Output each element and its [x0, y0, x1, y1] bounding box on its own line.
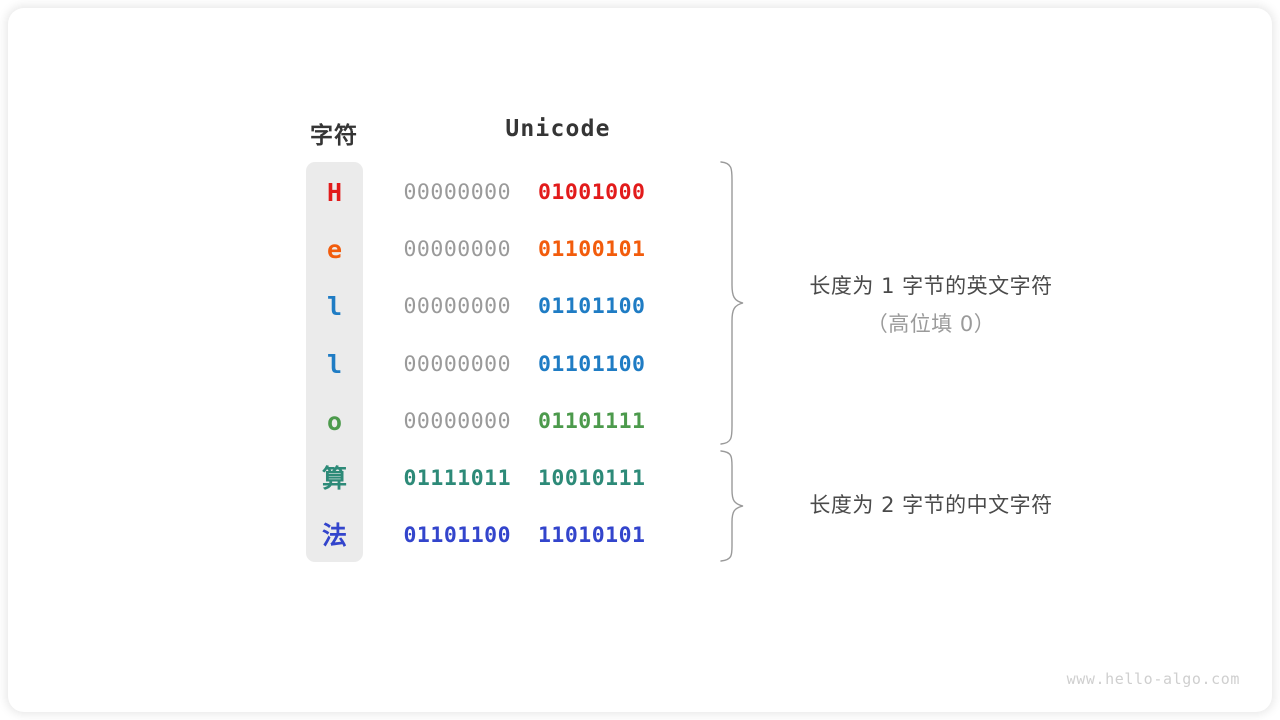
- row-character: H: [326, 178, 343, 207]
- high-byte: 00000000: [403, 180, 512, 205]
- column-header-character: 字符: [310, 123, 358, 149]
- row-unicode-bits: 00000000 01101100: [363, 352, 686, 377]
- row-character: 法: [321, 521, 347, 551]
- low-byte: 01100101: [537, 237, 646, 263]
- row-unicode-bits: 01111011 10010111: [363, 466, 686, 491]
- annotation-ascii-group: 长度为 1 字节的英文字符 （高位填 0）: [786, 270, 1076, 338]
- low-byte: 11010101: [537, 523, 646, 549]
- table-row: e 00000000 01100101: [306, 221, 686, 278]
- annotation-ascii-line2: （高位填 0）: [866, 312, 996, 336]
- row-unicode-bits: 00000000 01001000: [363, 180, 686, 205]
- annotation-cjk-group: 长度为 2 字节的中文字符: [786, 489, 1076, 519]
- column-header-unicode: Unicode: [505, 116, 611, 142]
- low-byte: 01101100: [537, 351, 646, 377]
- table-row: H 00000000 01001000: [306, 164, 686, 221]
- brace-cjk-group: [720, 450, 744, 562]
- table-row: l 00000000 01101100: [306, 336, 686, 393]
- table-row: 法 01101100 11010101: [306, 507, 686, 564]
- high-byte: 00000000: [403, 408, 512, 434]
- annotation-ascii-line1: 长度为 1 字节的英文字符: [809, 274, 1053, 298]
- row-unicode-bits: 00000000 01100101: [363, 237, 686, 262]
- low-byte: 10010111: [537, 466, 646, 491]
- row-unicode-bits: 00000000 01101111: [363, 409, 686, 434]
- row-character: l: [326, 292, 343, 322]
- low-byte: 01101111: [537, 408, 646, 434]
- high-byte: 00000000: [403, 294, 512, 320]
- row-unicode-bits: 01101100 11010101: [363, 523, 686, 548]
- annotation-cjk-line1: 长度为 2 字节的中文字符: [809, 493, 1053, 517]
- high-byte: 00000000: [403, 237, 512, 263]
- row-character: l: [326, 349, 343, 379]
- table-row: o 00000000 01101111: [306, 393, 686, 450]
- row-unicode-bits: 00000000 01101100: [363, 294, 686, 319]
- brace-ascii-group: [720, 161, 744, 445]
- character-column-background: [306, 162, 363, 562]
- high-byte: 01111011: [403, 466, 512, 491]
- low-byte: 01001000: [537, 180, 646, 205]
- table-row: l 00000000 01101100: [306, 278, 686, 335]
- row-character: o: [326, 406, 343, 436]
- low-byte: 01101100: [537, 294, 646, 320]
- watermark-url: www.hello-algo.com: [1066, 670, 1240, 688]
- table-row: 算 01111011 10010111: [306, 450, 686, 507]
- row-character: e: [326, 235, 343, 265]
- high-byte: 00000000: [403, 351, 512, 377]
- figure-card: [8, 8, 1272, 712]
- high-byte: 01101100: [403, 523, 512, 549]
- row-character: 算: [321, 464, 347, 493]
